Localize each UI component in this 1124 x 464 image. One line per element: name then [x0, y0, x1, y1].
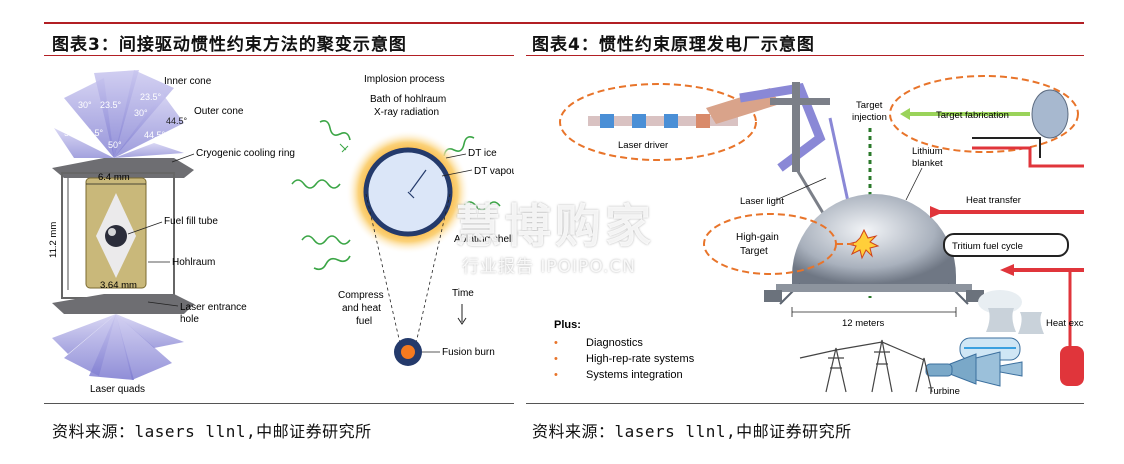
fusion-burn-label: Fusion burn: [442, 347, 495, 358]
laser-quads-label: Laser quads: [90, 384, 145, 395]
angle-label: 30°: [134, 108, 148, 118]
angle-label: 23.5°: [140, 92, 162, 102]
fuel-fill-tube-label: Fuel fill tube: [164, 216, 218, 227]
compress-label-line3: fuel: [356, 316, 372, 327]
target-fabrication-callout: [889, 75, 1079, 153]
upper-laser-cones: [54, 70, 184, 158]
top-rule: [44, 22, 1084, 24]
plus-title: Plus:: [554, 319, 581, 331]
time-label: Time: [452, 288, 474, 299]
turbine-label: Turbine: [928, 386, 960, 397]
dt-vapour-label: DT vapour: [474, 166, 514, 177]
fusion-burn-core: [401, 345, 415, 359]
watermark-logo-text: 慧博购家: [455, 199, 655, 253]
cooling-towers: [978, 290, 1044, 334]
angle-label: 50°: [108, 140, 122, 150]
right-header-rule: [526, 55, 1084, 56]
turbine: [925, 351, 1023, 387]
compress-label-line2: and heat: [342, 303, 381, 314]
right-footer-rule: [526, 403, 1084, 404]
cooling-ring-bottom: [52, 294, 194, 314]
tritium-cycle-label: Tritium fuel cycle: [952, 241, 1023, 252]
laser-light-label: Laser light: [740, 196, 784, 207]
plus-bullet: •: [554, 337, 558, 349]
target-injection-label-1: Target: [856, 100, 883, 111]
watermark-subtext: 行业报告 IPOIPO.CN: [462, 257, 636, 277]
left-header-rule: [44, 55, 514, 56]
heat-transfer-label: Heat transfer: [966, 195, 1021, 206]
inner-cone-label: Inner cone: [164, 76, 212, 87]
angle-label: 44.5°: [144, 130, 166, 140]
laser-driver-label: Laser driver: [618, 140, 668, 151]
width-top-label: 6.4 mm: [98, 172, 130, 183]
bath-label-line2: X-ray radiation: [374, 107, 439, 118]
right-figure: Laser driver Target injection Target fab…: [530, 58, 1084, 400]
right-source-note: 资料来源：lasers llnl,中邮证券研究所: [532, 422, 852, 441]
angle-label: 50°: [64, 128, 78, 138]
plus-item: Systems integration: [586, 369, 683, 381]
angle-label: 23.5°: [100, 100, 122, 110]
target-capsule-image: [1031, 89, 1069, 139]
plus-bullet: •: [554, 353, 558, 365]
left-footer-rule: [44, 403, 514, 404]
high-gain-label-2: Target: [740, 246, 768, 257]
laser-entrance-hole-label: hole: [180, 314, 199, 325]
tritium-loop: [943, 233, 1069, 257]
hohlraum-label: Hohlraum: [172, 257, 215, 268]
height-label: 11.2 mm: [48, 222, 59, 258]
lower-laser-cones: [52, 314, 184, 380]
fuel-capsule: [105, 225, 127, 247]
plus-item: High-rep-rate systems: [586, 353, 695, 365]
xray-waves: [291, 120, 501, 271]
angle-label: 44.5°: [54, 112, 76, 122]
lithium-label-2: blanket: [912, 158, 943, 169]
dt-ice-label: DT ice: [468, 148, 497, 159]
hohlraum-implosion-diagram: Inner cone Outer cone 30° 23.5° 23.5° 30…: [48, 70, 521, 395]
heat-exchanger-unit: [1060, 346, 1084, 386]
right-figure-title: 图表4：惯性约束原理发电厂示意图: [532, 35, 815, 55]
lithium-label-1: Lithium: [912, 146, 943, 157]
target-fabrication-label: Target fabrication: [936, 110, 1009, 121]
left-source-note: 资料来源：lasers llnl,中邮证券研究所: [52, 422, 372, 441]
meters-label: 12 meters: [842, 318, 884, 329]
bath-label-line1: Bath of hohlraum: [370, 94, 446, 105]
high-gain-label-1: High-gain: [736, 232, 779, 243]
laser-entrance-label: Laser entrance: [180, 302, 247, 313]
plus-item: Diagnostics: [586, 337, 643, 349]
implosion-title: Implosion process: [364, 74, 445, 85]
power-plant-diagram: Laser driver Target injection Target fab…: [530, 58, 1084, 400]
cooling-ring-label: Cryogenic cooling ring: [196, 148, 295, 159]
target-injection-label-2: injection: [852, 112, 887, 123]
power-pylons: [799, 339, 933, 393]
ablating-shell-label: Ablating shell: [454, 234, 513, 245]
left-figure-title: 图表3：间接驱动惯性约束方法的聚变示意图: [52, 35, 407, 55]
laser-driver-callout: [559, 83, 757, 161]
angle-label: 44.5°: [166, 116, 188, 126]
heat-exchanger-label: Heat exc: [1046, 318, 1084, 329]
outer-cone-label: Outer cone: [194, 106, 244, 117]
left-figure: Inner cone Outer cone 30° 23.5° 23.5° 30…: [44, 58, 521, 400]
target-chamber: [764, 194, 984, 305]
width-bottom-label: 3.64 mm: [100, 280, 137, 291]
compress-label-line1: Compress: [338, 290, 384, 301]
plus-bullet: •: [554, 369, 558, 381]
angle-label: 50°: [162, 132, 176, 142]
angle-label: 44.5°: [82, 128, 104, 138]
angle-label: 30°: [78, 100, 92, 110]
